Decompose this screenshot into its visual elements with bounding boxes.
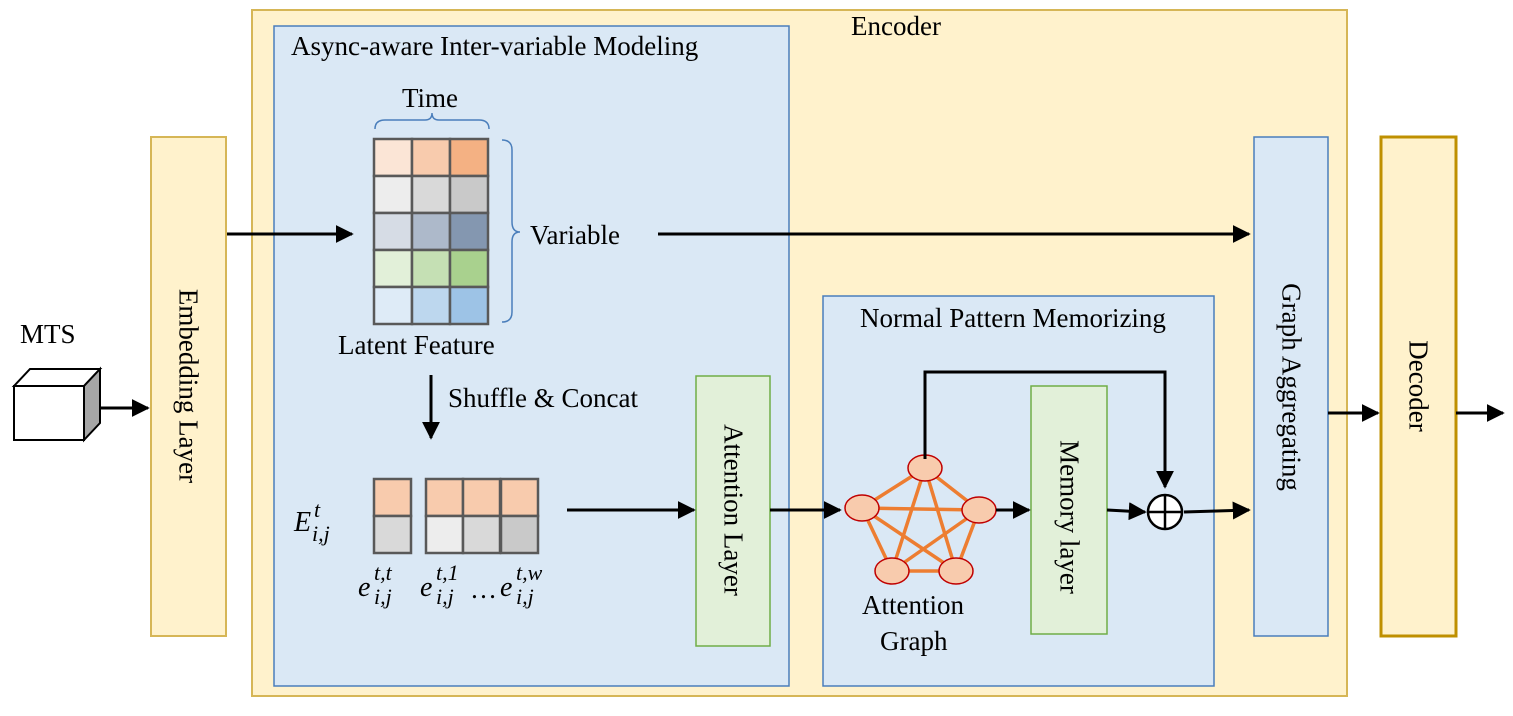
matrix-cell xyxy=(372,248,414,289)
graph-node xyxy=(961,496,997,524)
matrix-cell xyxy=(372,285,414,326)
decoder-box xyxy=(1379,135,1458,638)
attention-layer-box xyxy=(695,375,771,647)
vector-label-second: e t,1 i,j xyxy=(420,560,459,609)
arrow-sum-to-aggregating xyxy=(1183,501,1251,520)
encoder-title: Encoder xyxy=(851,11,941,41)
mts-cube-icon xyxy=(11,366,103,443)
vector-label-ellipsis: … xyxy=(470,574,497,604)
matrix-cell xyxy=(410,285,452,326)
memory-layer-box xyxy=(1030,385,1108,635)
vector-cell-top xyxy=(424,477,465,518)
sum-operator-icon xyxy=(1146,493,1184,531)
matrix-cell xyxy=(448,137,490,178)
normal-pattern-title: Normal Pattern Memorizing xyxy=(860,303,1166,333)
graph-node xyxy=(938,557,974,585)
embedding-vectors xyxy=(372,477,540,555)
graph-edge xyxy=(890,467,927,572)
matrix-cell xyxy=(448,211,490,252)
embedding-layer-box xyxy=(150,136,227,637)
matrix-cell xyxy=(448,174,490,215)
vector-cell-bottom xyxy=(424,514,465,555)
attention-layer-label: Attention Layer xyxy=(718,424,749,596)
skip-connection-arrow xyxy=(923,370,1174,489)
mts-label: MTS xyxy=(20,319,76,349)
attention-graph-label-line2: Graph xyxy=(880,626,948,656)
graph-node xyxy=(874,557,910,585)
attention-graph-label-line1: Attention xyxy=(862,590,964,620)
graph-aggregating-box xyxy=(1253,136,1329,637)
matrix-cell xyxy=(372,211,414,252)
vector-cell-bottom xyxy=(372,514,413,555)
vector-label-third: e t,w i,j xyxy=(500,560,543,609)
async-aware-title: Async-aware Inter-variable Modeling xyxy=(291,31,699,61)
embedding-symbol: E t i,j xyxy=(294,497,330,546)
decoder-label: Decoder xyxy=(1403,340,1434,432)
shuffle-concat-label: Shuffle & Concat xyxy=(448,383,638,413)
matrix-cell xyxy=(448,285,490,326)
memory-layer-label: Memory layer xyxy=(1054,440,1085,594)
variable-label: Variable xyxy=(530,220,620,250)
matrix-cell xyxy=(410,248,452,289)
latent-feature-matrix xyxy=(372,137,490,326)
matrix-cell xyxy=(410,174,452,215)
time-label: Time xyxy=(402,83,459,113)
matrix-cell xyxy=(372,137,414,178)
embedding-layer-label: Embedding Layer xyxy=(173,288,204,484)
graph-node xyxy=(844,494,880,522)
matrix-cell xyxy=(448,248,490,289)
arrow-memory-to-sum xyxy=(1106,502,1147,521)
graph-edge xyxy=(861,506,980,512)
vector-cell-top xyxy=(372,477,413,518)
graph-edge xyxy=(923,467,958,572)
vector-cell-top xyxy=(461,477,502,518)
matrix-cell xyxy=(410,137,452,178)
graph-edge xyxy=(890,508,981,573)
variable-brace xyxy=(501,139,521,323)
vector-label-first: e t,t i,j xyxy=(358,560,392,609)
graph-edge xyxy=(861,506,957,573)
arrows xyxy=(101,225,1505,521)
matrix-cell xyxy=(410,211,452,252)
matrix-cell xyxy=(372,174,414,215)
time-brace xyxy=(374,112,490,130)
graph-aggregating-label: Graph Aggregating xyxy=(1276,283,1307,491)
vector-cell-top xyxy=(499,477,540,518)
latent-feature-label: Latent Feature xyxy=(338,330,495,360)
attention-graph-icon xyxy=(844,454,997,585)
vector-cell-bottom xyxy=(461,514,502,555)
vector-cell-bottom xyxy=(499,514,540,555)
